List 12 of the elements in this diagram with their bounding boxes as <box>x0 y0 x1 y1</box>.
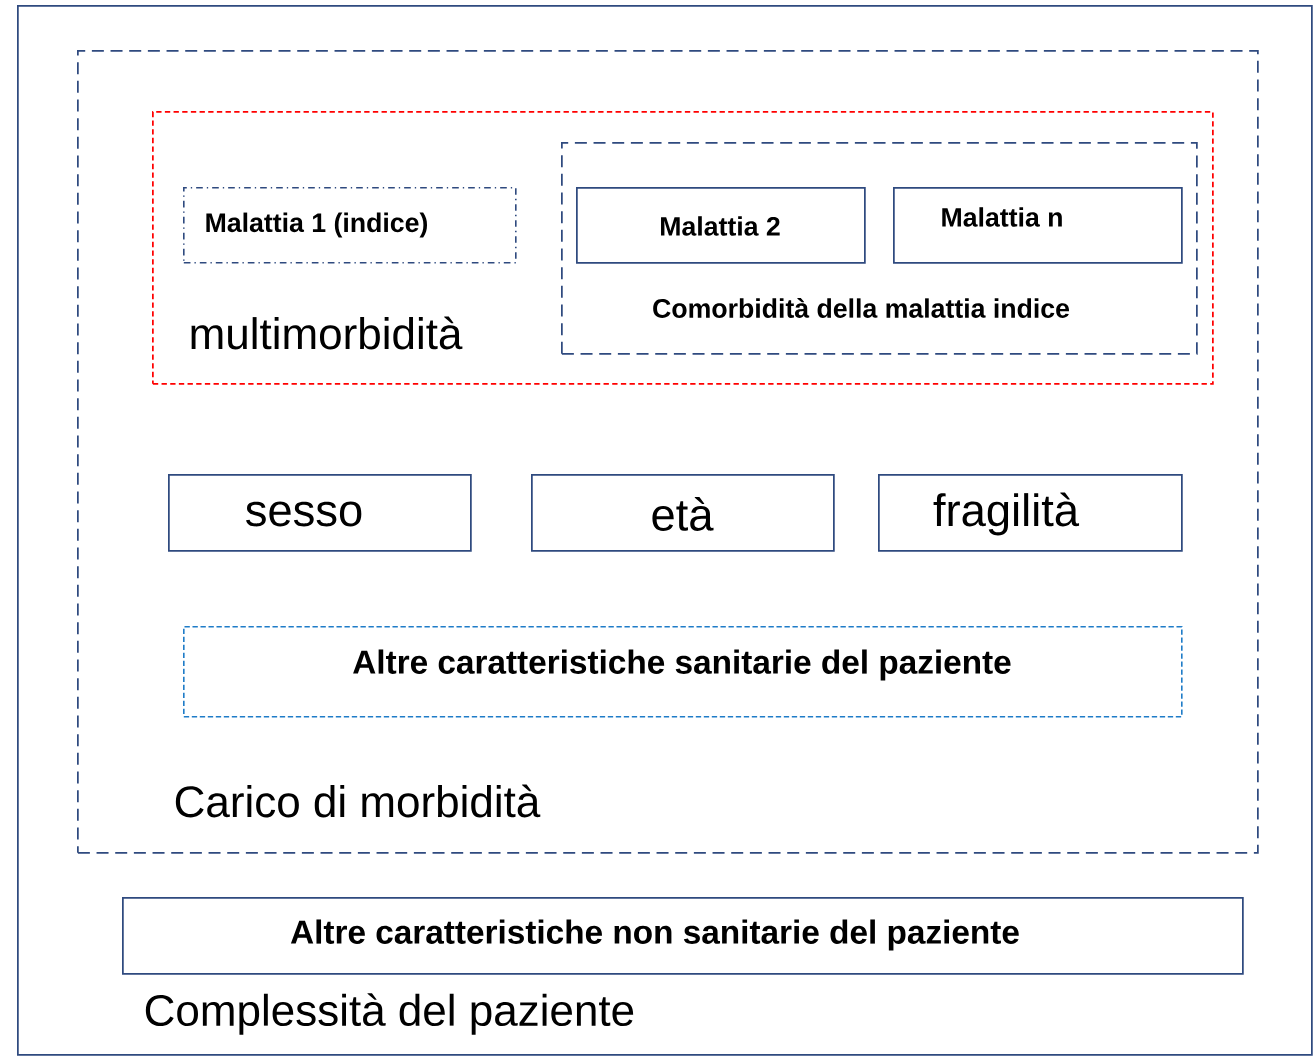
text-box: Malattia 1 (indice) <box>183 187 517 264</box>
text-box: Malattia 2 <box>576 187 866 264</box>
frame-label: Carico di morbidità <box>175 784 541 818</box>
text-box: sesso <box>168 474 472 552</box>
text-box: età <box>531 474 835 552</box>
text-box: Malattia n <box>893 187 1183 264</box>
text-box: fragilità <box>878 474 1183 552</box>
frame-label: Complessità del paziente <box>145 993 634 1035</box>
frame-label: multimorbidità <box>191 316 463 350</box>
frame-label: Comorbidità della malattia indice <box>653 298 1070 318</box>
text-box: Altre caratteristiche sanitarie del paziente <box>183 626 1183 718</box>
text-box: Altre caratteristiche non sanitarie del paziente <box>122 897 1244 975</box>
